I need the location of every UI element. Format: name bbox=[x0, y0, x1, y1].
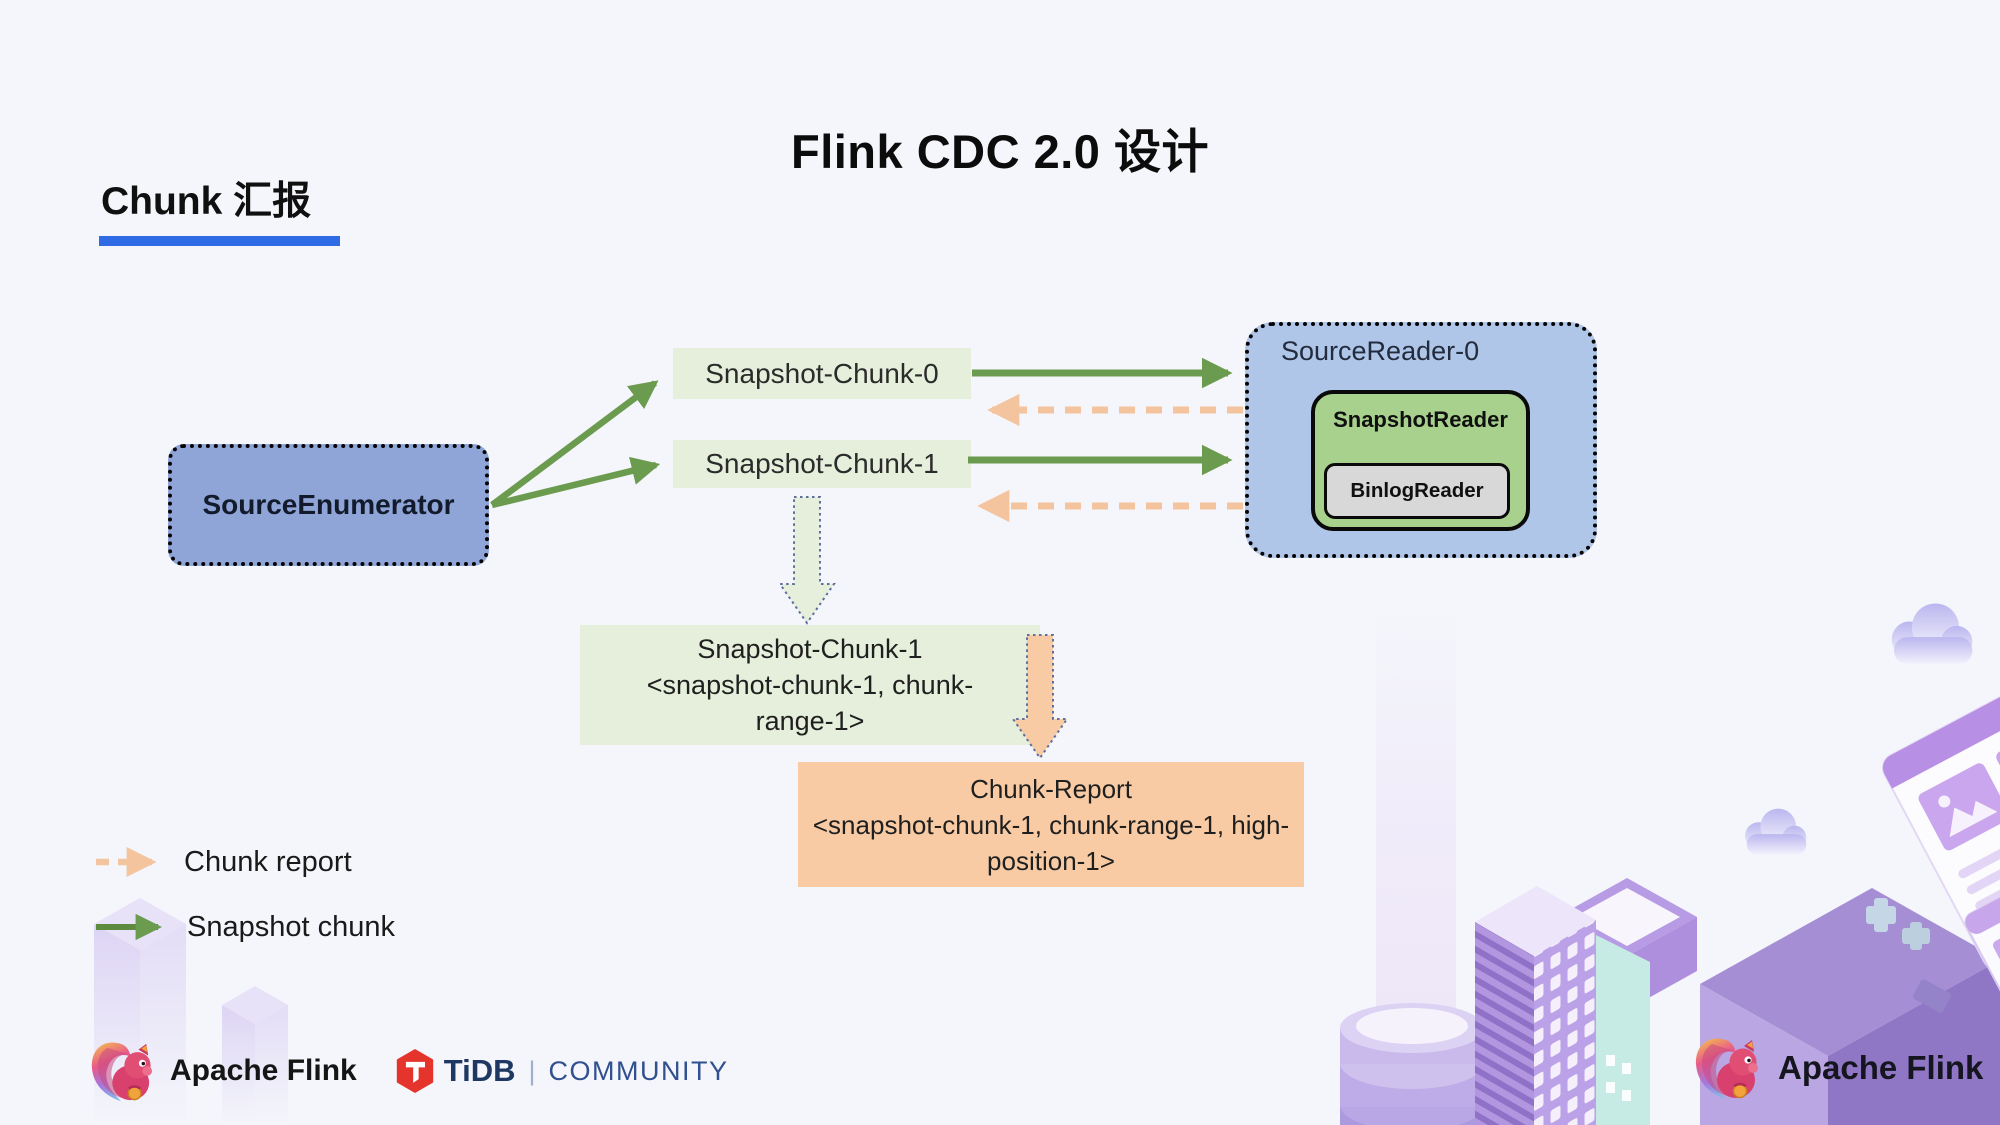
database-cylinder bbox=[1340, 600, 1484, 1125]
cloud-small bbox=[1745, 808, 1807, 855]
low-building bbox=[1557, 878, 1697, 1010]
apache-flink-logo bbox=[90, 1041, 154, 1103]
apache-flink-wordmark-right: Apache Flink bbox=[1778, 1049, 1984, 1086]
teal-building bbox=[1596, 935, 1650, 1125]
legend-chunk-report-label: Chunk report bbox=[184, 846, 352, 878]
legend-snapshot-chunk-label: Snapshot chunk bbox=[187, 911, 395, 943]
snapshot-chunk-1-box: Snapshot-Chunk-1 bbox=[673, 440, 971, 488]
browser-card bbox=[1881, 620, 2000, 970]
cloud-large bbox=[1891, 603, 1973, 664]
binlog-reader-box: BinlogReader bbox=[1324, 463, 1510, 519]
chunk-detail-line1: Snapshot-Chunk-1 bbox=[697, 634, 923, 664]
community-wordmark: COMMUNITY bbox=[548, 1055, 729, 1086]
arrow-enumerator-to-chunk0 bbox=[490, 380, 659, 508]
snapshot-reader-box: SnapshotReader BinlogReader bbox=[1311, 390, 1530, 531]
tidb-wordmark: TiDB bbox=[443, 1053, 516, 1088]
browser-card-small bbox=[1964, 826, 2000, 1048]
chunk-detail-line3: range-1> bbox=[755, 706, 865, 736]
apache-flink-wordmark: Apache Flink bbox=[170, 1054, 357, 1087]
chunk-detail-line2: <snapshot-chunk-1, chunk- bbox=[646, 670, 974, 700]
apache-flink-logo-right bbox=[1694, 1037, 1760, 1101]
section-underline bbox=[99, 236, 340, 246]
chunk-report-box: Chunk-Report <snapshot-chunk-1, chunk-ra… bbox=[798, 762, 1304, 887]
footer-separator: | bbox=[528, 1055, 536, 1086]
skyscraper bbox=[1475, 886, 1596, 1125]
arrow-enumerator-to-chunk1 bbox=[491, 456, 661, 509]
source-reader-label: SourceReader-0 bbox=[1281, 336, 1480, 366]
source-reader-box: SourceReader-0 SnapshotReader BinlogRead… bbox=[1245, 322, 1597, 558]
tidb-logo bbox=[396, 1049, 433, 1093]
block-arrow-chunk1-down bbox=[778, 496, 836, 625]
source-enumerator-box: SourceEnumerator bbox=[168, 444, 489, 566]
snapshot-chunk-0-box: Snapshot-Chunk-0 bbox=[673, 348, 971, 399]
chunk-report-line2: <snapshot-chunk-1, chunk-range-1, high- bbox=[812, 809, 1290, 840]
page-title: Flink CDC 2.0 设计 bbox=[790, 125, 1209, 179]
footer-left: Apache Flink TiDB | COMMUNITY bbox=[88, 1030, 728, 1112]
section-heading: Chunk 汇报 bbox=[101, 180, 312, 223]
footer-right: Apache Flink bbox=[1692, 1026, 1983, 1110]
chunk-report-line3: position-1> bbox=[987, 845, 1115, 876]
chunk-report-line1: Chunk-Report bbox=[970, 773, 1132, 804]
chunk-detail-box: Snapshot-Chunk-1 <snapshot-chunk-1, chun… bbox=[580, 625, 1040, 745]
snapshot-reader-label: SnapshotReader bbox=[1333, 407, 1508, 432]
